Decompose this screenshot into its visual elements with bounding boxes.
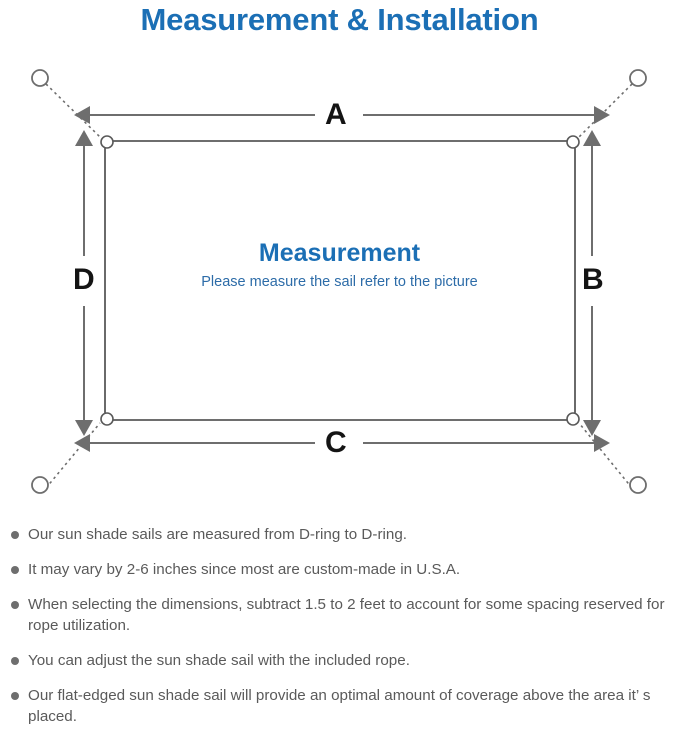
sun-shade-sail-measurement-diagram: A B C D Measurement Please measure the s… bbox=[0, 48, 679, 516]
rope-top-left bbox=[45, 83, 101, 138]
anchor-point-bottom-right bbox=[629, 476, 647, 494]
bullet-icon bbox=[11, 566, 19, 574]
anchor-point-bottom-left bbox=[31, 476, 49, 494]
list-item-text: Our sun shade sails are measured from D-… bbox=[28, 526, 407, 543]
sail-center-title: Measurement bbox=[258, 239, 421, 267]
bullet-icon bbox=[11, 657, 19, 665]
diagram-svg bbox=[31, 69, 647, 494]
d-ring-bottom-left bbox=[100, 412, 114, 426]
list-item: Our sun shade sails are measured from D-… bbox=[0, 524, 679, 545]
dimension-c-label: C bbox=[325, 426, 347, 459]
notes-list: Our sun shade sails are measured from D-… bbox=[0, 524, 679, 741]
rope-bottom-left bbox=[45, 422, 101, 489]
dimension-d-label: D bbox=[73, 263, 95, 296]
dimension-a-label: A bbox=[325, 98, 347, 131]
page-title: Measurement & Installation bbox=[140, 2, 539, 37]
sail-center-caption: Measurement Please measure the sail refe… bbox=[0, 238, 679, 293]
rope-top-right bbox=[578, 83, 633, 138]
list-item-text: When selecting the dimensions, subtract … bbox=[28, 596, 665, 634]
bullet-icon bbox=[11, 601, 19, 609]
bullet-icon bbox=[11, 692, 19, 700]
sail-center-subtitle: Please measure the sail refer to the pic… bbox=[201, 274, 478, 290]
list-item-text: It may vary by 2-6 inches since most are… bbox=[28, 561, 461, 578]
list-item: You can adjust the sun shade sail with t… bbox=[0, 650, 679, 671]
list-item: Our flat-edged sun shade sail will provi… bbox=[0, 685, 679, 727]
rope-bottom-right bbox=[578, 422, 633, 489]
d-ring-bottom-right bbox=[566, 412, 580, 426]
bullet-icon bbox=[11, 531, 19, 539]
dimension-b-label: B bbox=[582, 263, 604, 296]
list-item-text: Our flat-edged sun shade sail will provi… bbox=[28, 687, 651, 725]
list-item-text: You can adjust the sun shade sail with t… bbox=[28, 652, 410, 669]
list-item: It may vary by 2-6 inches since most are… bbox=[0, 559, 679, 580]
d-rings bbox=[100, 135, 580, 426]
d-ring-top-left bbox=[100, 135, 114, 149]
anchor-point-top-right bbox=[629, 69, 647, 87]
anchor-point-top-left bbox=[31, 69, 49, 87]
sail-body bbox=[104, 140, 576, 421]
anchor-points bbox=[31, 69, 647, 494]
list-item: When selecting the dimensions, subtract … bbox=[0, 594, 679, 636]
d-ring-top-right bbox=[566, 135, 580, 149]
